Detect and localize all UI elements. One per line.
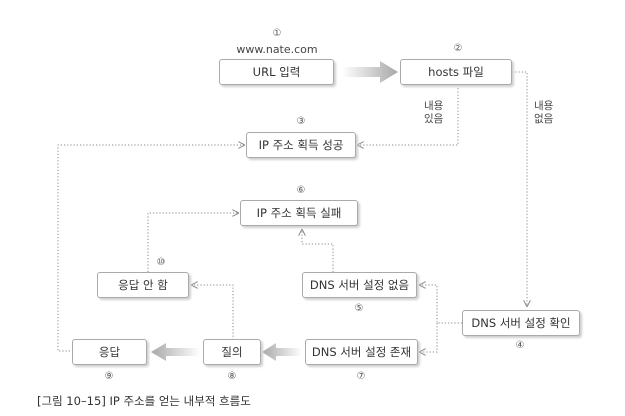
step-number-9: ⑨ [104, 371, 114, 382]
dns-check-box: DNS 서버 설정 확인 [462, 310, 580, 336]
ip-success-box: IP 주소 획득 성공 [246, 132, 356, 158]
ip-fail-box: IP 주소 획득 실패 [240, 200, 358, 226]
label-content-none: 내용 없음 [534, 100, 553, 126]
label-content-none-line1: 내용 [534, 100, 554, 112]
big-arrow-url-to-hosts [342, 61, 398, 83]
dns-exists-box: DNS 서버 설정 존재 [305, 339, 418, 365]
big-arrow-dns-to-query [262, 343, 302, 361]
connector-response-to-success [57, 145, 244, 352]
url-text: www.nate.com [236, 43, 318, 56]
step-number-4: ④ [515, 340, 525, 351]
response-box: 응답 [72, 339, 147, 365]
connector-dnscheck-to-none [420, 285, 462, 324]
label-content-exists-line2: 있음 [424, 113, 444, 125]
url-input-box: URL 입력 [219, 59, 334, 85]
connector-dnscheck-to-exists [420, 323, 438, 352]
step-number-3: ③ [296, 116, 306, 127]
big-arrow-query-to-response [151, 343, 200, 361]
dns-none-box: DNS 서버 설정 없음 [302, 272, 417, 298]
connector-noresponse-to-fail [147, 213, 238, 272]
connector-hosts-to-dnscheck [512, 71, 527, 306]
step-number-8: ⑧ [227, 371, 237, 382]
step-number-6: ⑥ [296, 185, 306, 196]
step-number-10: ⑩ [156, 257, 166, 268]
step-number-2: ② [453, 43, 463, 54]
label-content-none-line2: 없음 [534, 113, 554, 125]
no-response-box: 응답 안 함 [97, 272, 189, 298]
connector-none-to-fail [302, 230, 334, 272]
label-content-exists-line1: 내용 [424, 100, 444, 112]
connector-hosts-to-success [358, 85, 459, 145]
label-content-exists: 내용 있음 [424, 100, 443, 126]
query-box: 질의 [203, 339, 261, 365]
step-number-1: ① [272, 28, 282, 39]
step-number-7: ⑦ [356, 371, 366, 382]
connector-query-to-noresponse [192, 285, 234, 340]
figure-caption: [그림 10–15] IP 주소를 얻는 내부적 흐름도 [37, 394, 251, 408]
step-number-5: ⑤ [354, 303, 364, 314]
hosts-file-box: hosts 파일 [400, 59, 512, 85]
